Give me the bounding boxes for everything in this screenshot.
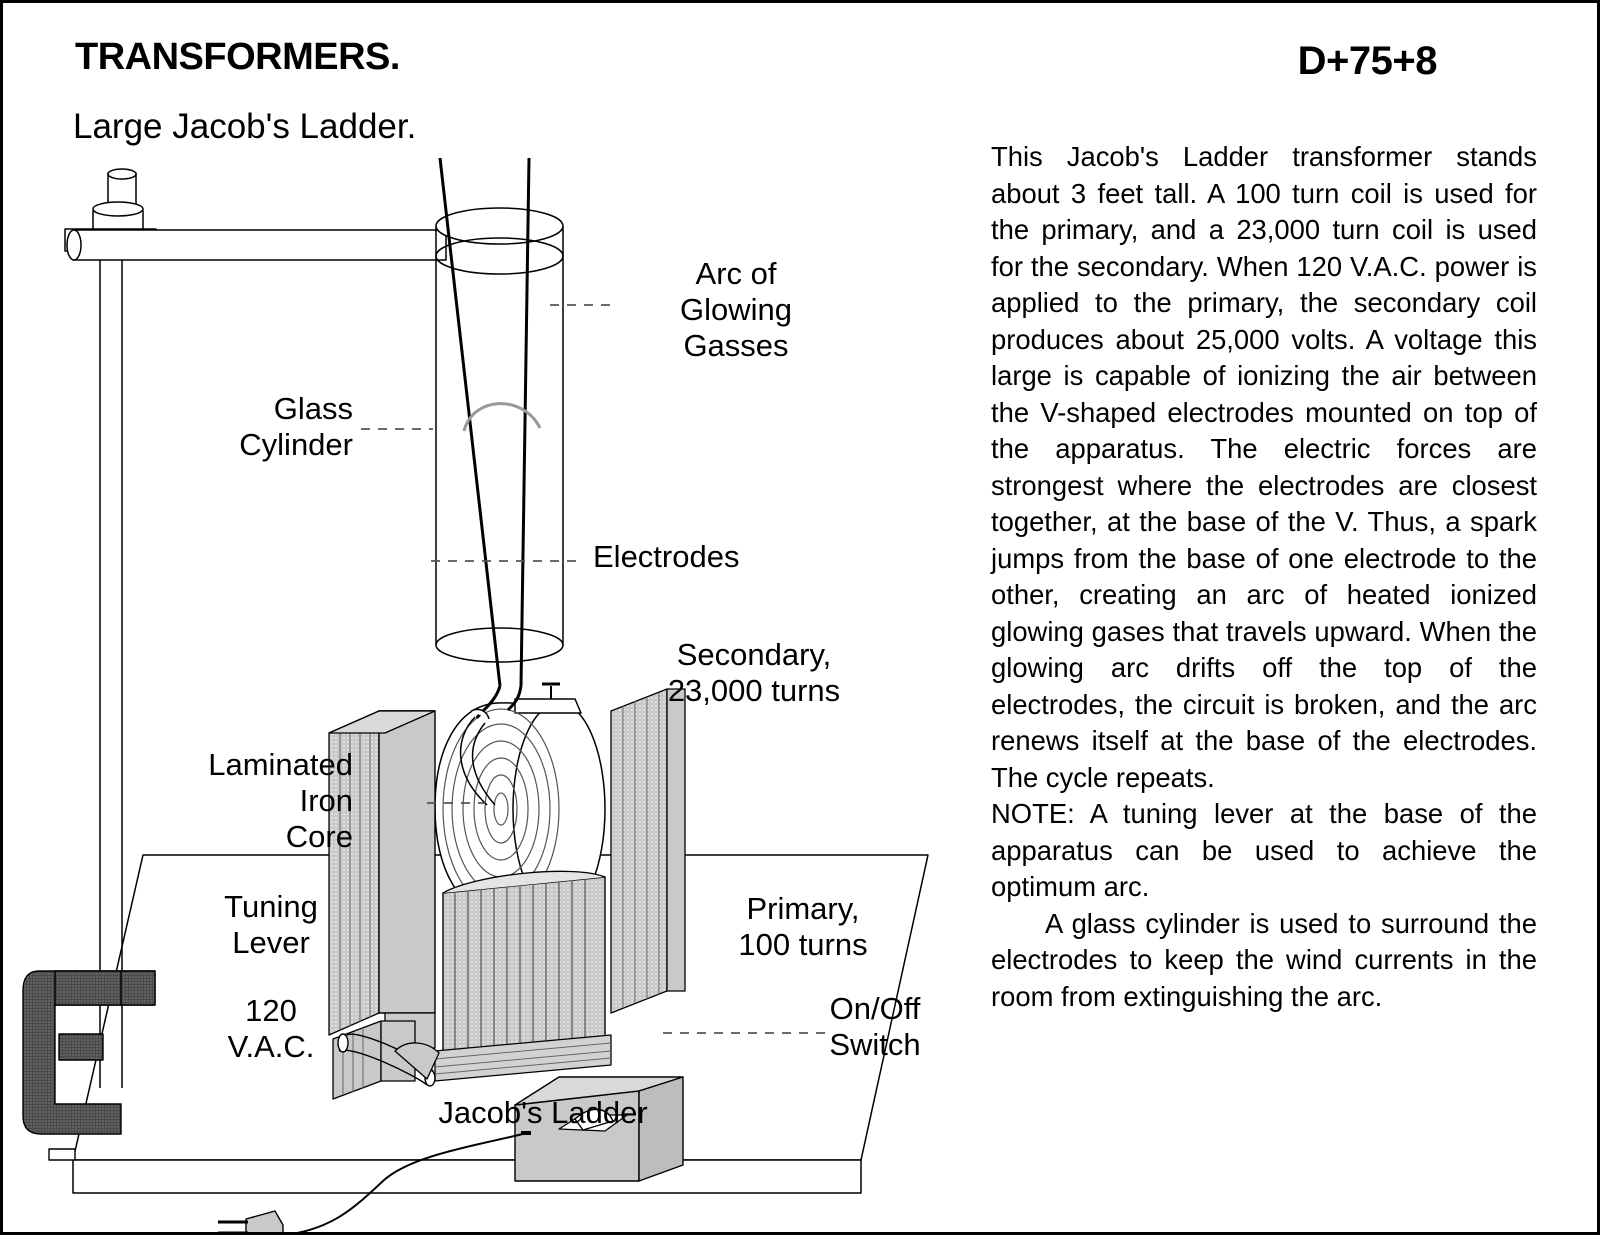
description-text: This Jacob's Ladder transformer stands a… bbox=[991, 139, 1537, 1015]
glass-cylinder bbox=[435, 207, 564, 663]
label-primary-coil: Primary, 100 turns bbox=[738, 891, 868, 962]
page-code: D+75+8 bbox=[1297, 39, 1438, 83]
diagram-caption: Jacob's Ladder bbox=[438, 1095, 648, 1130]
page-title: TRANSFORMERS. bbox=[75, 36, 400, 78]
label-supply-voltage: 120 V.A.C. bbox=[227, 993, 315, 1064]
label-secondary-coil: Secondary, 23,000 turns bbox=[667, 637, 841, 708]
arc-of-glowing-gasses bbox=[462, 402, 542, 432]
label-tuning-lever: Tuning Lever bbox=[224, 889, 318, 960]
label-glass-cylinder: Glass Cylinder bbox=[239, 391, 353, 462]
paragraph: This Jacob's Ladder transformer stands a… bbox=[991, 141, 1537, 793]
c-clamp bbox=[22, 970, 156, 1161]
primary-coil bbox=[434, 870, 612, 1082]
callout-leaders bbox=[361, 304, 829, 1034]
tuning-lever bbox=[332, 1020, 440, 1100]
laminated-iron-core-left bbox=[328, 710, 436, 1049]
support-arm bbox=[66, 229, 447, 261]
paragraph: NOTE: A tuning lever at the base of the … bbox=[991, 798, 1537, 902]
power-cord bbox=[297, 1131, 531, 1232]
label-laminated-iron-core: Laminated Iron Core bbox=[208, 747, 353, 854]
label-electrodes: Electrodes bbox=[593, 539, 740, 574]
paragraph: A glass cylinder is used to surround the… bbox=[991, 907, 1537, 1012]
jacobs-ladder-diagram: Arc of Glowing Gasses Glass Cylinder Ele… bbox=[3, 133, 983, 1232]
page-subtitle: Large Jacob's Ladder. bbox=[73, 107, 417, 146]
label-on-off-switch: On/Off Switch bbox=[829, 991, 921, 1062]
electrodes bbox=[438, 157, 531, 687]
label-arc-of-glowing-gasses: Arc of Glowing Gasses bbox=[680, 256, 792, 363]
laminated-iron-core-right bbox=[610, 688, 686, 1014]
diagram-svg bbox=[22, 157, 929, 1232]
switch-box[interactable] bbox=[514, 1076, 684, 1182]
power-plug bbox=[218, 1210, 284, 1232]
